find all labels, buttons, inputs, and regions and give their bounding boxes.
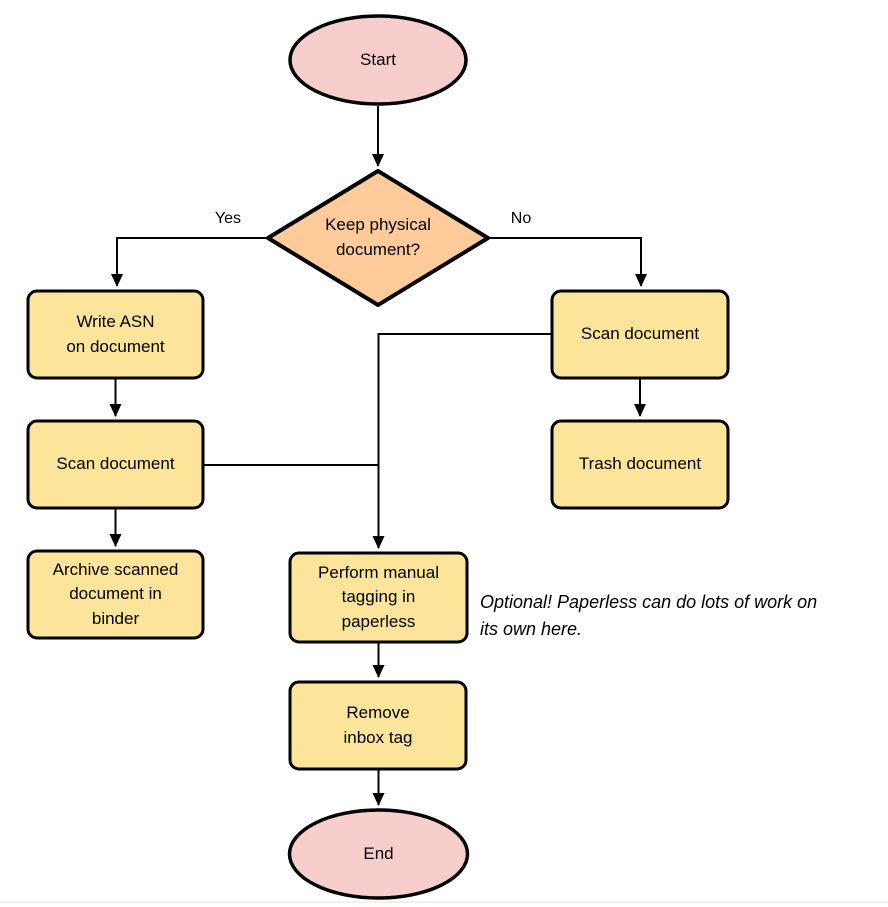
archive-box [26,549,205,640]
remove-inbox-box [288,680,468,771]
edge-scan-right-to-tagging [372,333,552,549]
bottom-divider [0,901,888,903]
scan-right-box [550,289,730,380]
edge-decision-yes-to-write-asn [111,237,267,287]
write-asn-box [26,289,205,380]
end-ellipse [287,808,470,900]
decision-diamond [266,169,490,307]
scan-left-box [26,419,205,510]
edge-decision-no-to-scan-right [489,237,647,287]
tagging-box [288,551,469,644]
trash-box [550,419,730,510]
optional-note: Optional! Paperless can do lots of work … [480,592,818,639]
start-ellipse [288,14,468,106]
